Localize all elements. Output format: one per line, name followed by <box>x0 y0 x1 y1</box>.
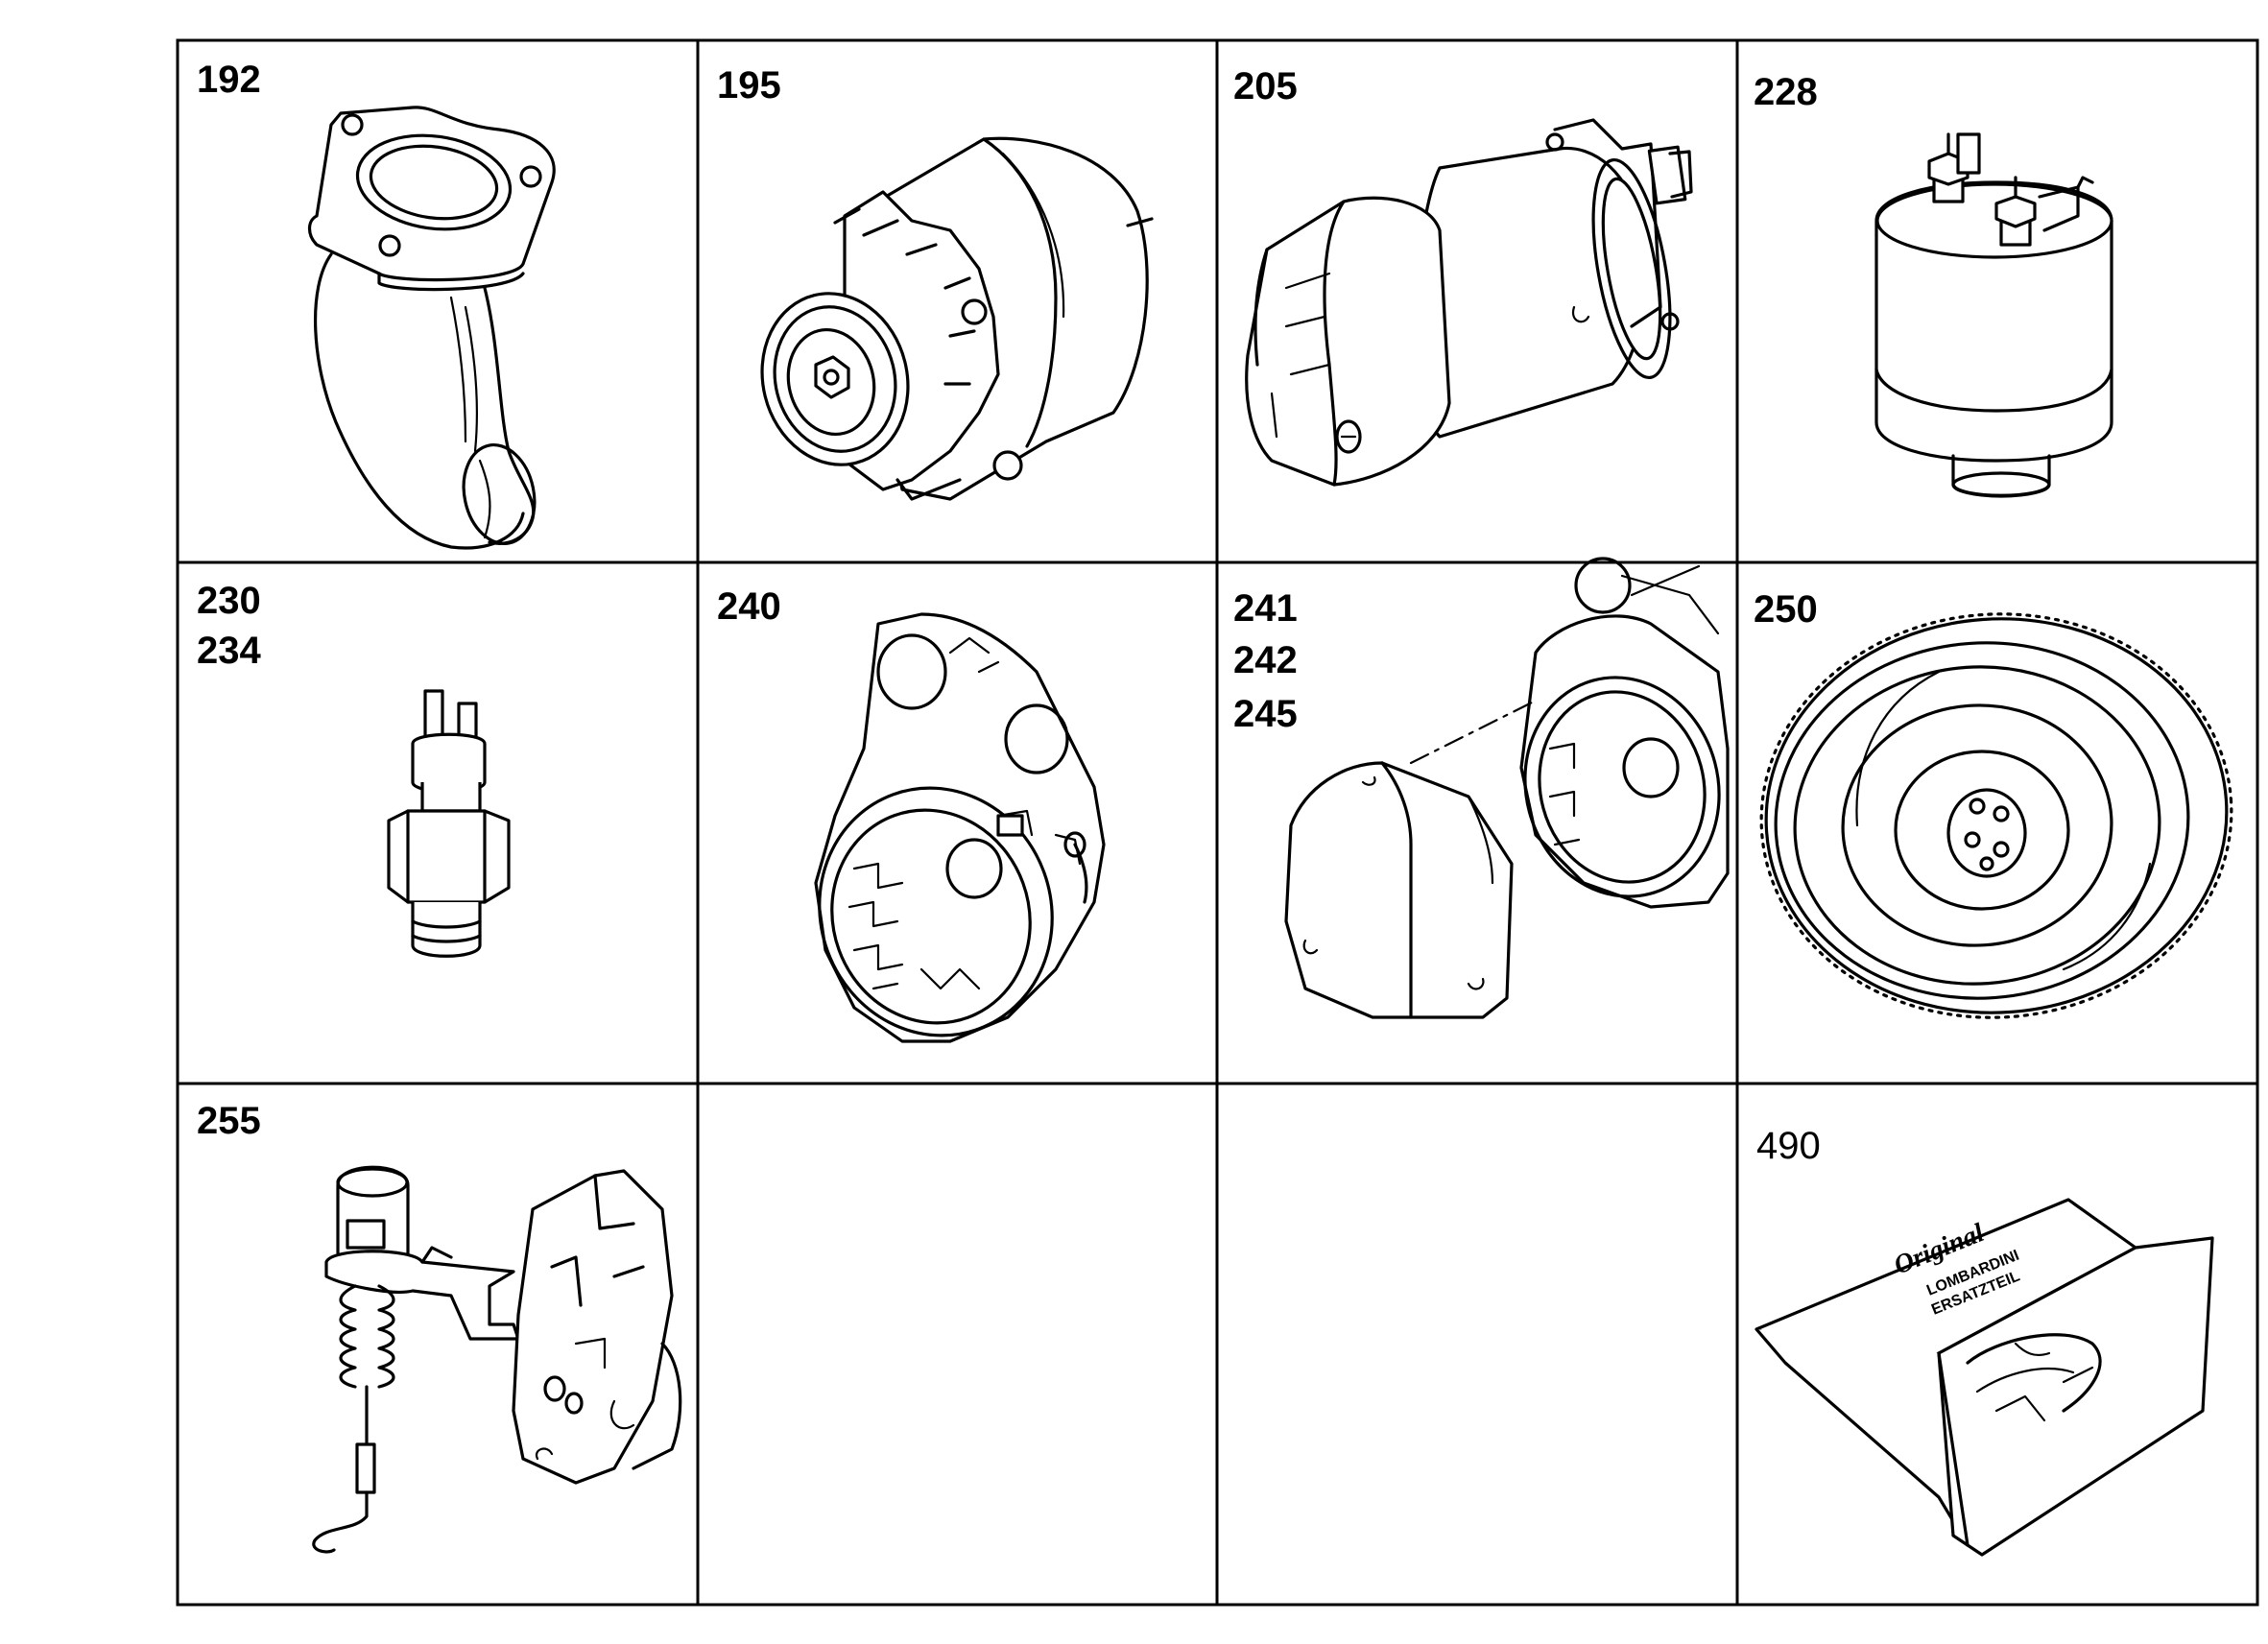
cell-label-228: 228 <box>1754 71 1818 113</box>
cell-label-255: 255 <box>197 1100 261 1142</box>
alternator-drawing <box>760 136 1154 501</box>
cell-label-195: 195 <box>717 64 781 107</box>
cell-label-242: 242 <box>1233 639 1298 681</box>
starter-motor-drawing <box>1245 118 1693 487</box>
cell-label-234: 234 <box>197 630 261 672</box>
cell-label-490: 490 <box>1756 1125 1821 1167</box>
gear-housing-cover-drawing <box>814 612 1106 1043</box>
cell-label-241: 241 <box>1233 587 1298 630</box>
shutoff-solenoid-drawing <box>312 1165 682 1554</box>
spare-parts-box-drawing: Original LOMBARDINI ERSATZTEIL <box>1755 1198 2214 1557</box>
temperature-switch-drawing <box>387 689 511 958</box>
cell-label-240: 240 <box>717 585 781 628</box>
cell-label-230: 230 <box>197 580 261 622</box>
cell-label-205: 205 <box>1233 65 1298 107</box>
pressure-switch-drawing <box>1874 132 2113 498</box>
exhaust-elbow-drawing <box>307 106 556 550</box>
cell-label-245: 245 <box>1233 693 1298 735</box>
flywheel-ring-gear-drawing <box>1759 612 2233 1019</box>
grid-lines <box>176 38 2259 1607</box>
cell-label-250: 250 <box>1754 588 1818 631</box>
cell-label-192: 192 <box>197 59 261 101</box>
cover-and-housing-drawing <box>1284 557 1730 1019</box>
